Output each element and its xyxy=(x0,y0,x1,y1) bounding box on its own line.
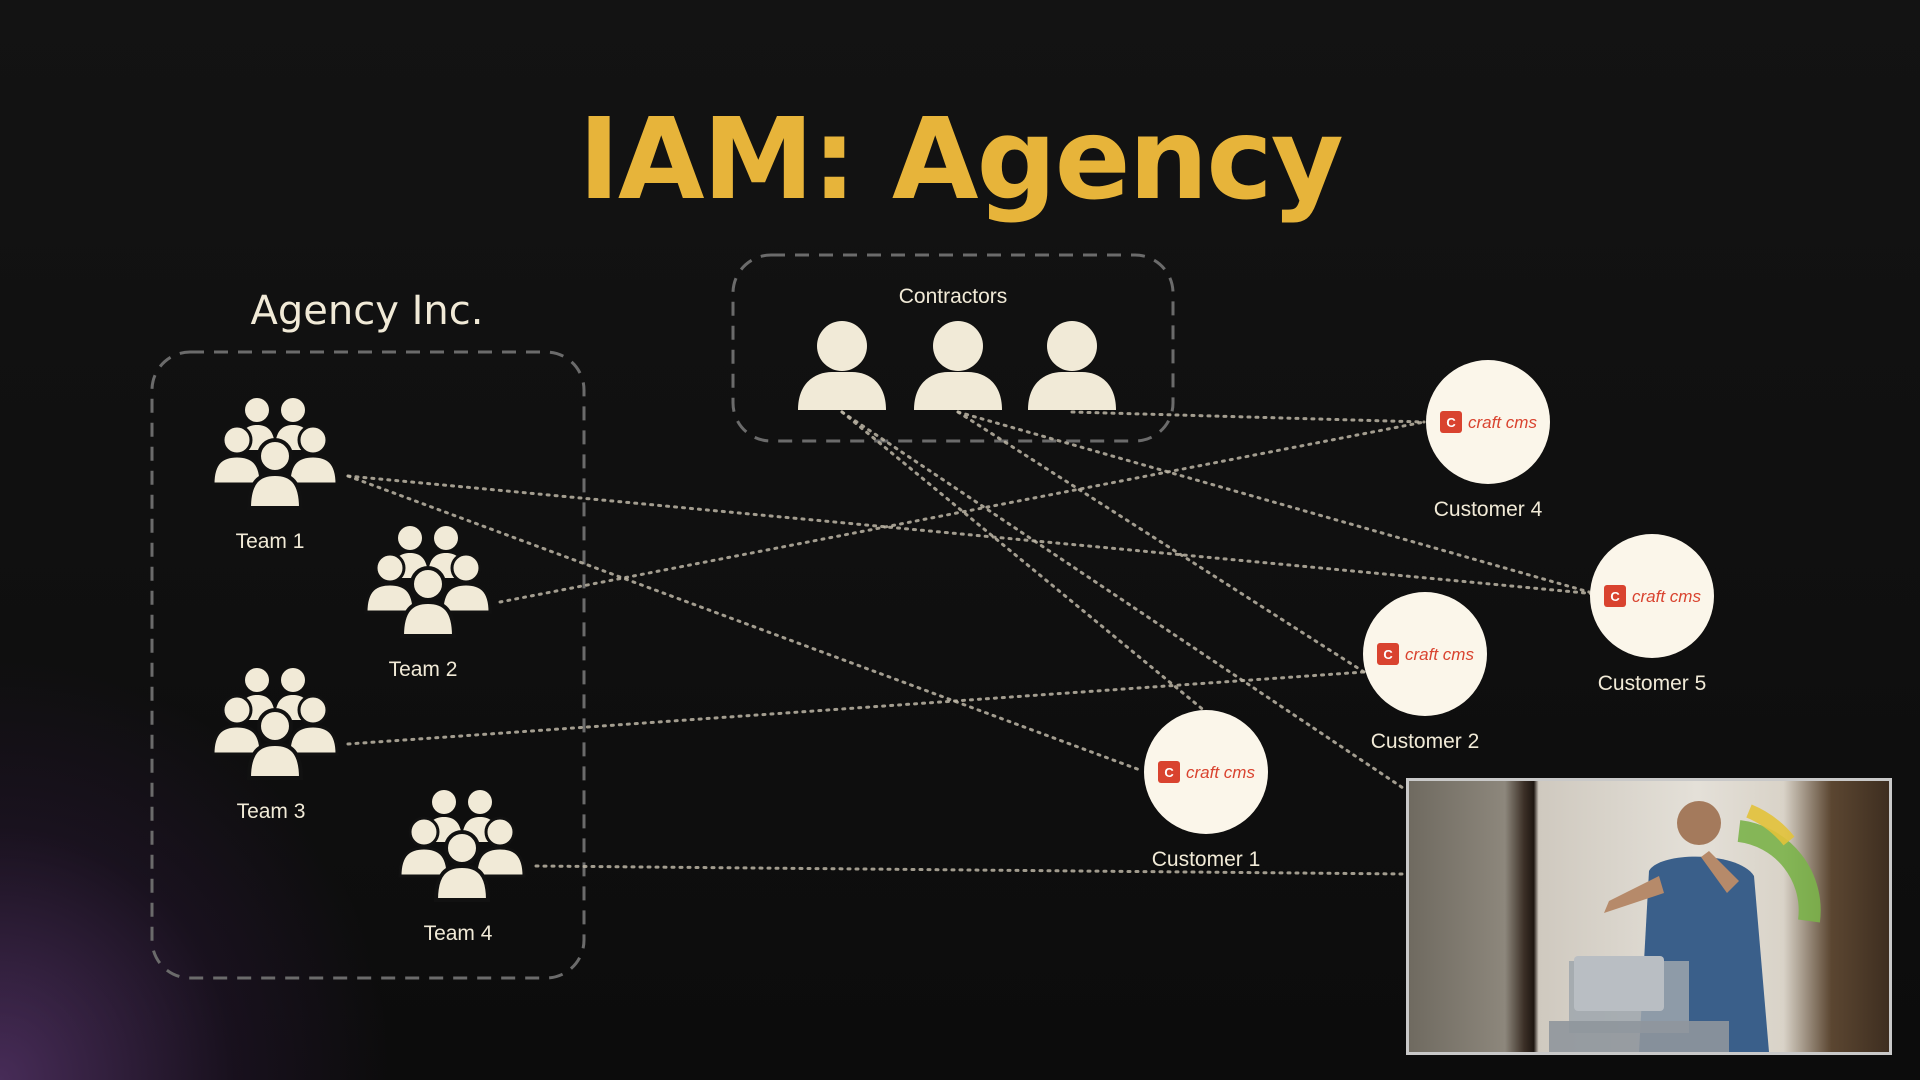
customer-label: Customer 1 xyxy=(1152,848,1261,871)
person-icon xyxy=(1028,321,1116,410)
craft-logo-icon xyxy=(1158,761,1180,783)
connection-line xyxy=(346,474,1598,596)
logo-text: craft cms xyxy=(1186,763,1255,782)
craft-logo-icon xyxy=(1604,585,1626,607)
team-3: Team 3 xyxy=(211,666,339,823)
customer-1: C craft cms Customer 1 xyxy=(1144,710,1268,871)
team-2: Team 2 xyxy=(364,524,492,681)
customer-node xyxy=(1590,534,1714,658)
person-icon xyxy=(914,321,1002,410)
contractors-group-box xyxy=(731,253,1175,443)
team-group-icon xyxy=(364,524,492,638)
connection-line xyxy=(956,410,1598,596)
customer-node xyxy=(1363,592,1487,716)
connection-line xyxy=(346,670,1366,746)
customer-label: Customer 4 xyxy=(1434,498,1543,521)
presenter-video-inset xyxy=(1406,778,1892,1055)
presenter-video-frame xyxy=(1549,801,1821,1052)
logo-letter: C xyxy=(1164,765,1174,780)
team-1: Team 1 xyxy=(211,396,339,553)
connection-line xyxy=(346,474,1142,772)
agency-group-box xyxy=(150,350,586,980)
craft-logo-icon xyxy=(1377,643,1399,665)
logo-text: craft cms xyxy=(1405,645,1474,664)
connection-line xyxy=(840,410,1408,792)
logo-letter: C xyxy=(1446,415,1456,430)
team-label: Team 4 xyxy=(424,922,493,945)
customer-label: Customer 5 xyxy=(1598,672,1707,695)
logo-text: craft cms xyxy=(1632,587,1701,606)
connection-line xyxy=(840,410,1208,714)
team-4: Team 4 xyxy=(398,788,526,945)
connection-line xyxy=(534,864,1408,876)
agency-group-label: Agency Inc. xyxy=(251,288,484,334)
person-icon xyxy=(798,321,886,410)
team-label: Team 3 xyxy=(237,800,306,823)
team-group-icon xyxy=(211,396,339,510)
contractor-1 xyxy=(798,321,886,410)
customer-2: C craft cms Customer 2 xyxy=(1363,592,1487,753)
craft-logo-icon xyxy=(1440,411,1462,433)
team-label: Team 1 xyxy=(236,530,305,553)
customer-label: Customer 2 xyxy=(1371,730,1480,753)
customer-node xyxy=(1144,710,1268,834)
connection-line xyxy=(1070,410,1426,424)
customer-5: C craft cms Customer 5 xyxy=(1590,534,1714,695)
customer-node xyxy=(1426,360,1550,484)
team-group-icon xyxy=(398,788,526,902)
team-group-icon xyxy=(211,666,339,780)
connection-line xyxy=(498,420,1426,604)
logo-letter: C xyxy=(1383,647,1393,662)
customer-4: C craft cms Customer 4 xyxy=(1426,360,1550,521)
contractor-2 xyxy=(914,321,1002,410)
connection-line xyxy=(956,410,1366,674)
contractor-3 xyxy=(1028,321,1116,410)
logo-letter: C xyxy=(1610,589,1620,604)
slide-title: IAM: Agency xyxy=(578,95,1342,225)
logo-text: craft cms xyxy=(1468,413,1537,432)
team-label: Team 2 xyxy=(389,658,458,681)
contractors-group-label: Contractors xyxy=(899,285,1008,308)
connections xyxy=(346,410,1598,876)
